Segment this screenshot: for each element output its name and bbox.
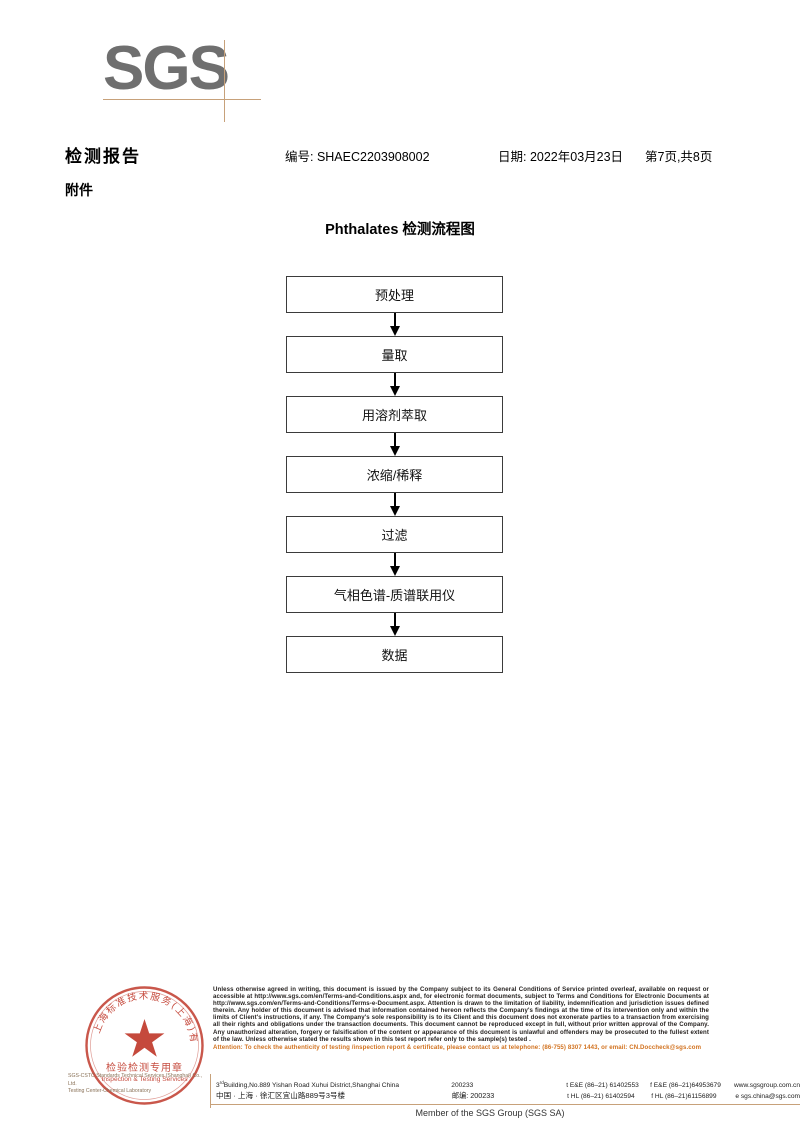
flowchart-arrow-icon [286, 433, 503, 456]
seal-company-line1: SGS-CSTC Standards Technical Services (S… [68, 1073, 202, 1087]
flowchart-step: 量取 [286, 336, 503, 373]
flowchart-step: 浓缩/稀释 [286, 456, 503, 493]
footer-horizontal-rule [210, 1104, 800, 1105]
fax-cn: f HL (86–21)61156899 [651, 1093, 717, 1100]
svg-text:Inspection & Testing Services: Inspection & Testing Services [101, 1076, 188, 1083]
svg-text:检验检测专用章: 检验检测专用章 [106, 1061, 183, 1074]
report-number: 编号: SHAEC2203908002 [285, 150, 430, 164]
legal-body: Unless otherwise agreed in writing, this… [213, 986, 709, 1043]
website-en[interactable]: www.sgsgroup.com.cn [734, 1082, 800, 1090]
flowchart-arrow-icon [286, 613, 503, 636]
flowchart-title: Phthalates 检测流程图 [325, 222, 475, 238]
flowchart-step: 用溶剂萃取 [286, 396, 503, 433]
flowchart-arrow-icon [286, 553, 503, 576]
seal-company-name: SGS-CSTC Standards Technical Services (S… [68, 1073, 208, 1096]
attachment-label: 附件 [65, 182, 93, 198]
seal-company-line2: Testing Center-Chemical Laboratory [68, 1088, 152, 1094]
address-row-en: 3rdBuilding,No.889 Yishan Road Xuhui Dis… [216, 1076, 800, 1089]
page-indicator: 第7页,共8页 [645, 150, 713, 164]
address-en: 3rdBuilding,No.889 Yishan Road Xuhui Dis… [216, 1080, 399, 1090]
sgs-logo: SGS [103, 38, 263, 123]
flowchart-arrow-icon [286, 313, 503, 336]
flowchart-arrow-icon [286, 373, 503, 396]
footer-vertical-divider [210, 1074, 211, 1108]
tel-en: t E&E (86–21) 61402553 [566, 1082, 639, 1090]
fax-en: f E&E (86–21)64953679 [650, 1082, 721, 1090]
address-cn: 中国 · 上海 · 徐汇区宜山路889号3号楼 [216, 1091, 346, 1100]
flowchart-step: 数据 [286, 636, 503, 673]
zip-cn: 邮编: 200233 [451, 1091, 495, 1100]
logo-horizontal-rule [103, 99, 261, 100]
flowchart-arrow-icon [286, 493, 503, 516]
legal-disclaimer: Unless otherwise agreed in writing, this… [213, 986, 709, 1051]
footer-address-block: 3rdBuilding,No.889 Yishan Road Xuhui Dis… [216, 1076, 800, 1102]
official-seal-stamp: 上海标准技术服务(上海)有限公司 检验检测专用章 Inspection & Te… [82, 983, 207, 1108]
address-row-cn: 中国 · 上海 · 徐汇区宜山路889号3号楼 邮编: 200233 t HL … [216, 1089, 800, 1102]
email-cn[interactable]: e sgs.china@sgs.com [735, 1093, 800, 1100]
flowchart: 预处理 量取 用溶剂萃取 浓缩/稀释 过滤 气相色谱-质谱联用仪 数据 [286, 276, 503, 673]
attention-notice: Attention: To check the authenticity of … [213, 1043, 702, 1051]
sgs-group-member-note: Member of the SGS Group (SGS SA) [415, 1108, 565, 1118]
report-date: 日期: 2022年03月23日 [498, 150, 624, 164]
sgs-logo-text: SGS [103, 34, 230, 103]
logo-vertical-rule [224, 40, 225, 122]
flowchart-step: 气相色谱-质谱联用仪 [286, 576, 503, 613]
tel-cn: t HL (86–21) 61402594 [567, 1093, 635, 1100]
page-title: 检测报告 [65, 147, 141, 166]
zip-en: 200233 [451, 1082, 474, 1090]
flowchart-step: 预处理 [286, 276, 503, 313]
flowchart-step: 过滤 [286, 516, 503, 553]
seal-icon: 上海标准技术服务(上海)有限公司 检验检测专用章 Inspection & Te… [82, 983, 204, 1105]
